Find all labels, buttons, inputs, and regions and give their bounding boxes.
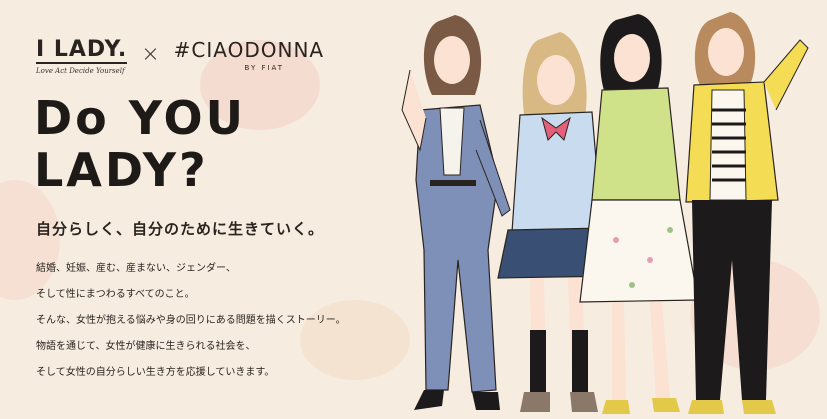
body-copy: 結婚、妊娠、産む、産まない、ジェンダー、 そして性にまつわるすべてのこと。 そん… [36, 262, 346, 392]
four-women-illustration [401, 12, 809, 414]
headline-line-2: LADY? [34, 143, 209, 197]
body-line: 物語を通じて、女性が健康に生きられる社会を、 [36, 341, 256, 352]
headline: Do YOU LADY? [34, 92, 246, 196]
ciaodonna-wordmark: #CIAODONNA [173, 38, 325, 62]
subheading: 自分らしく、自分のために生きていく。 [36, 220, 325, 238]
body-line: そして性にまつわるすべてのこと。 [36, 289, 195, 300]
ilady-logo[interactable]: I LADY. Love Act Decide Yourself [36, 37, 128, 75]
collab-cross: × [141, 42, 160, 67]
woman-suit-figure [401, 15, 511, 410]
body-line: そして女性の自分らしい生き方を応援していきます。 [36, 367, 275, 378]
ilady-wordmark: I LADY. [36, 37, 128, 64]
brand-row: I LADY. Love Act Decide Yourself × #CIAO… [36, 38, 324, 75]
headline-line-1: Do YOU [34, 91, 246, 145]
body-line: そんな、女性が抱える悩みや身の回りにある問題を描くストーリー。 [36, 315, 346, 326]
ciaodonna-logo[interactable]: #CIAODONNA BY FIAT [174, 38, 324, 72]
watercolor-blob [200, 40, 320, 130]
woman-green-top-figure [579, 14, 699, 414]
ilady-tagline: Love Act Decide Yourself [36, 67, 125, 75]
watercolor-blob [300, 300, 410, 380]
woman-yellow-cardigan-figure [685, 12, 809, 414]
body-line: 結婚、妊娠、産む、産まない、ジェンダー、 [36, 263, 236, 274]
ciaodonna-byline: BY FIAT [244, 64, 285, 72]
